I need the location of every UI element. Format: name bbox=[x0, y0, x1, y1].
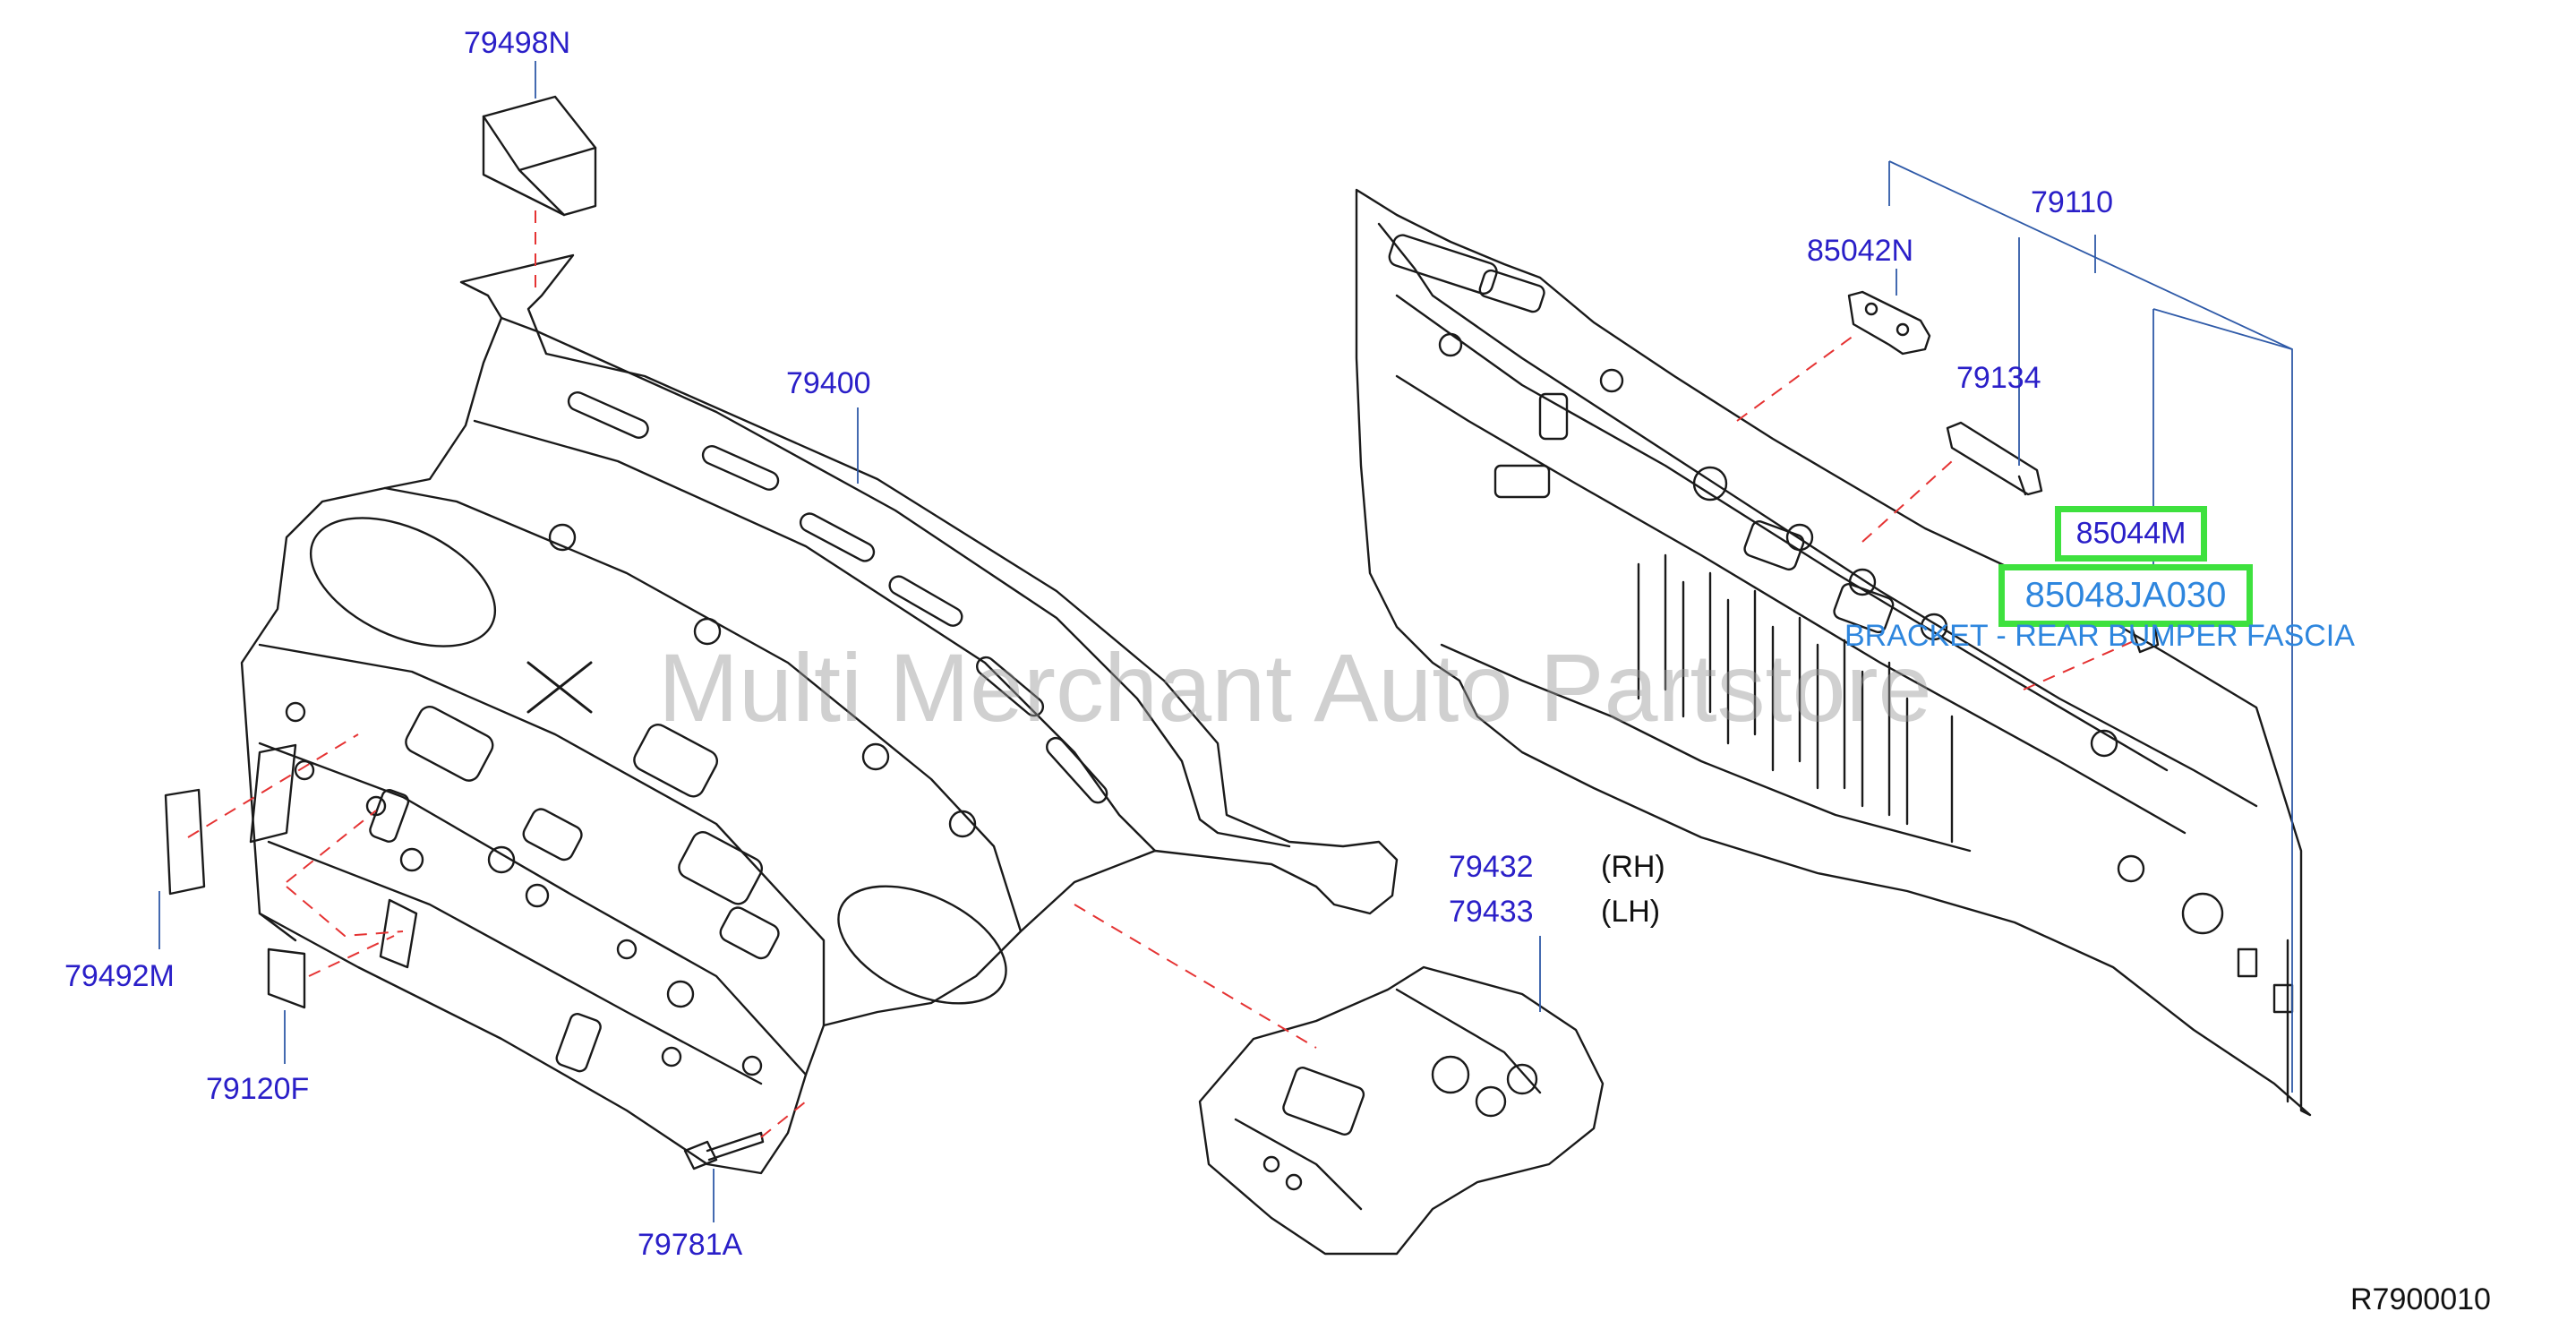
label-79781a[interactable]: 79781A bbox=[638, 1228, 743, 1262]
part-79134-bracket bbox=[1946, 421, 2043, 496]
description-bracket-rear-bumper-fascia: BRACKET - REAR BUMPER FASCIA bbox=[1844, 619, 2355, 653]
label-rh: (RH) bbox=[1601, 850, 1665, 884]
watermark-text: Multi Merchant Auto Partstore bbox=[658, 633, 1932, 742]
part-79492m-pads bbox=[164, 743, 297, 896]
part-79781a-bolt bbox=[683, 1131, 765, 1170]
part-79400-parcel-shelf bbox=[240, 253, 1399, 1175]
label-85048ja030[interactable]: 85048JA030 bbox=[2024, 575, 2227, 615]
part-79432-79433-extension bbox=[1198, 965, 1605, 1256]
label-79433[interactable]: 79433 bbox=[1449, 895, 1534, 929]
highlight-85044m[interactable]: 85044M bbox=[2055, 506, 2207, 562]
label-79120f[interactable]: 79120F bbox=[206, 1072, 310, 1106]
label-79134[interactable]: 79134 bbox=[1956, 361, 2041, 395]
part-79110-rear-panel bbox=[1355, 188, 2312, 1117]
label-79432[interactable]: 79432 bbox=[1449, 850, 1534, 884]
label-79492m[interactable]: 79492M bbox=[64, 959, 175, 993]
part-79498n-block bbox=[482, 95, 597, 217]
label-85042n[interactable]: 85042N bbox=[1807, 234, 1914, 268]
label-lh: (LH) bbox=[1601, 895, 1661, 929]
label-79498n[interactable]: 79498N bbox=[464, 26, 571, 60]
label-85044m[interactable]: 85044M bbox=[2075, 516, 2187, 551]
part-85042n-bracket bbox=[1847, 290, 1931, 356]
label-79110[interactable]: 79110 bbox=[2031, 185, 2114, 219]
connector-lines bbox=[187, 210, 2136, 1138]
part-79120f-pads bbox=[267, 898, 418, 1009]
label-79400[interactable]: 79400 bbox=[786, 366, 871, 400]
highlight-85048ja030[interactable]: 85048JA030 bbox=[1998, 564, 2253, 627]
reference-code: R7900010 bbox=[2350, 1282, 2491, 1316]
